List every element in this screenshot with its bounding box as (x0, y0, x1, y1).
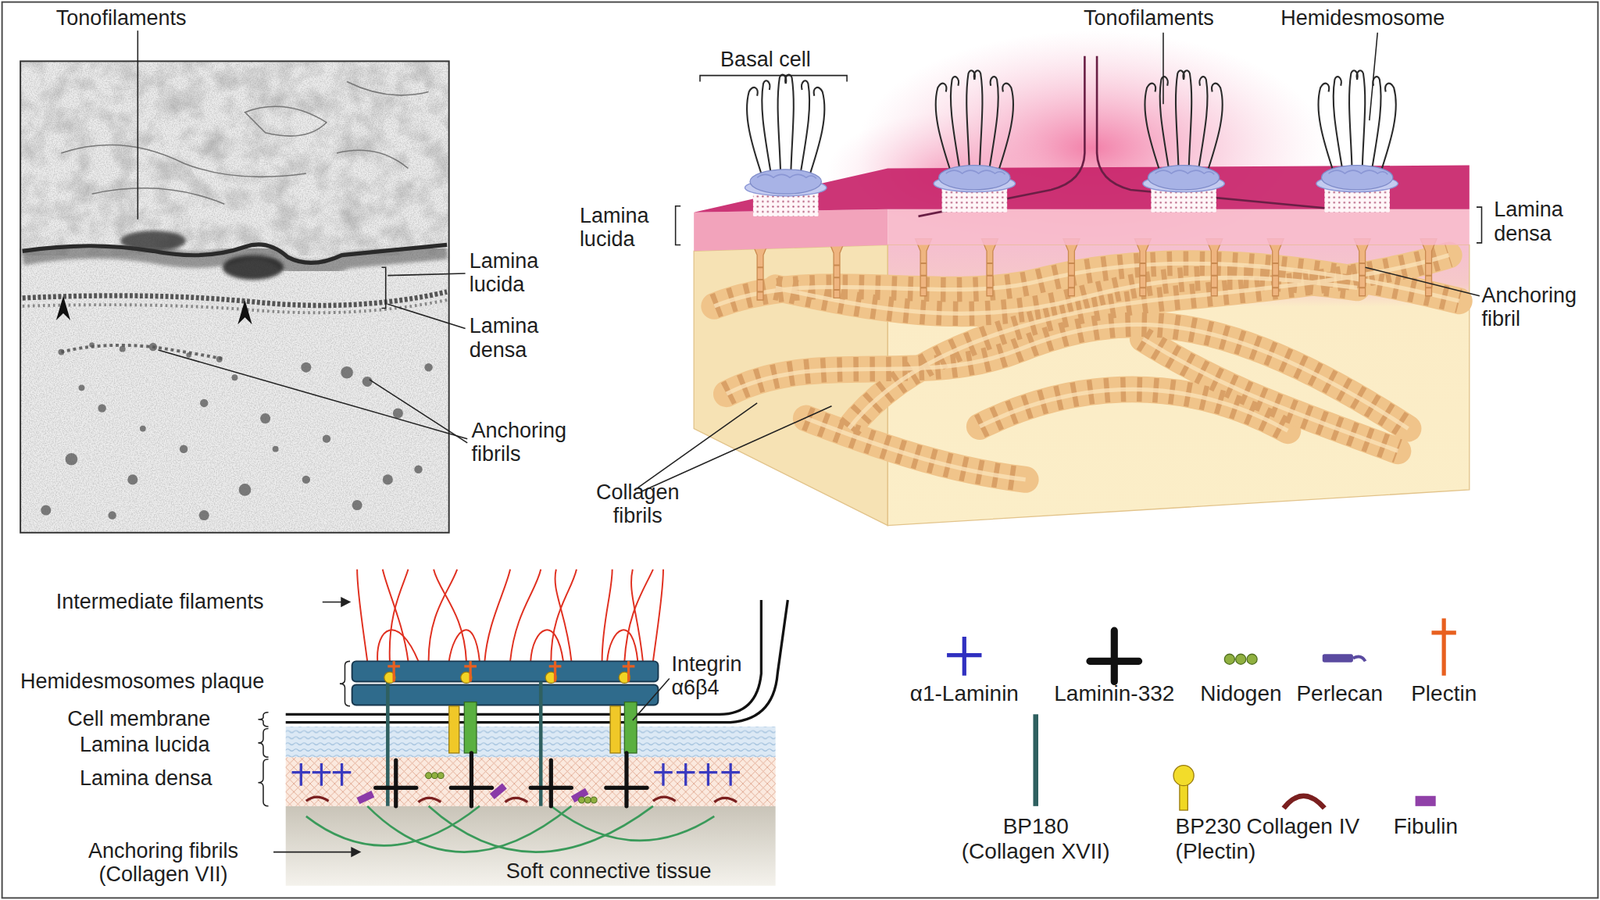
leader-lines (137, 30, 468, 443)
legend-text: Collagen IV (1246, 814, 1360, 839)
arrowheads (340, 596, 361, 858)
legend-text: Fibulin (1393, 814, 1458, 839)
electron-micrograph (20, 30, 468, 533)
collagen-fibril-bands (714, 255, 1459, 480)
lamina-lucida-layer (285, 726, 776, 758)
leader-lines (637, 32, 1482, 493)
molecular-schematic (257, 569, 788, 886)
anchoring-fibril (60, 345, 225, 360)
collagen-fibril-highlight (714, 255, 1459, 480)
lamina-densa-layer (285, 757, 776, 807)
soft-connective-tissue (285, 806, 776, 886)
part-label: Soft connective tissue (506, 859, 712, 883)
part-label: Tonofilaments (56, 6, 187, 30)
anchoring-fibrils (752, 239, 1437, 300)
arrowhead (56, 296, 71, 321)
part-label: Tonofilaments (1083, 6, 1215, 30)
laminin-332 (375, 753, 647, 807)
lamina-densa-line (22, 300, 447, 313)
legend-swatch (1283, 796, 1325, 809)
micrograph-background (20, 60, 450, 533)
perlecan (356, 783, 589, 805)
part-label: Lamina densa (469, 314, 583, 361)
bp230 (384, 671, 631, 683)
part-label: Anchoring fibrils (Collagen VII) (56, 839, 271, 886)
basement-membrane-schematic (637, 30, 1482, 525)
plectin (387, 660, 635, 682)
part-label: Basal cell (720, 47, 811, 72)
part-label: Cell membrane (67, 707, 211, 731)
part-label: Hemidesmosome (1280, 6, 1445, 30)
part-label: Intermediate filaments (56, 589, 265, 614)
legend-swatch (1032, 714, 1039, 807)
hemidesmosome-plaque (352, 684, 659, 705)
collagen-cross-sections (40, 342, 433, 521)
part-label: Lamina lucida (469, 249, 583, 297)
part-label: Lamina densa (1493, 197, 1597, 245)
collagen-fibril (714, 255, 1459, 480)
alpha1-laminin (292, 763, 740, 786)
cell-membrane (285, 600, 789, 723)
legend-text: Perlecan (1296, 681, 1383, 706)
legend-swatch (1415, 796, 1436, 807)
legend-text: Laminin-332 (1053, 681, 1175, 706)
integrin (449, 702, 637, 754)
part-label: Lamina lucida (579, 203, 674, 251)
legend-text: BP230 (Plectin) (1175, 814, 1193, 864)
legend-text: BP180 (Collagen XVII) (961, 814, 1111, 864)
legend-text: Plectin (1410, 681, 1477, 706)
arrowhead (237, 300, 252, 325)
part-label: Hemidesmosomes plaque (20, 669, 265, 693)
legend-text: α1-Laminin (910, 681, 1019, 706)
intermediate-filaments (357, 569, 664, 662)
lamina-densa-front (887, 209, 1469, 246)
cytoplasm-structures (60, 81, 429, 204)
micrograph-frame (20, 60, 450, 533)
micrograph-grain (20, 60, 450, 533)
nidogen (425, 772, 597, 804)
cell-boundary (918, 56, 1327, 217)
hemidesmosomes (744, 70, 1398, 217)
lamina-densa-line (22, 292, 447, 306)
legend-swatch (946, 636, 982, 676)
braces-and-leaders (257, 602, 669, 853)
hemidesmosome-plaque (352, 660, 659, 682)
part-label: Collagen fibrils (581, 480, 694, 528)
legend-swatch (1224, 653, 1258, 665)
legend-swatch (1089, 630, 1140, 682)
legend-swatch (1173, 765, 1194, 811)
legend-swatch (1322, 653, 1366, 662)
part-label: Anchoring fibril (1481, 283, 1594, 331)
part-label: Anchoring fibrils (471, 418, 594, 466)
part-label: Integrin α6β4 (671, 652, 774, 700)
anchoring-fibrils (306, 806, 715, 853)
part-label: Lamina densa (79, 766, 213, 790)
legend-swatch (1431, 618, 1456, 676)
part-label: Lamina lucida (79, 732, 211, 757)
legend-text: Nidogen (1200, 681, 1282, 706)
legend-symbols (946, 618, 1457, 811)
hemidesmosome-plaque (222, 255, 284, 280)
hemidesmosome-plaque (120, 230, 186, 251)
